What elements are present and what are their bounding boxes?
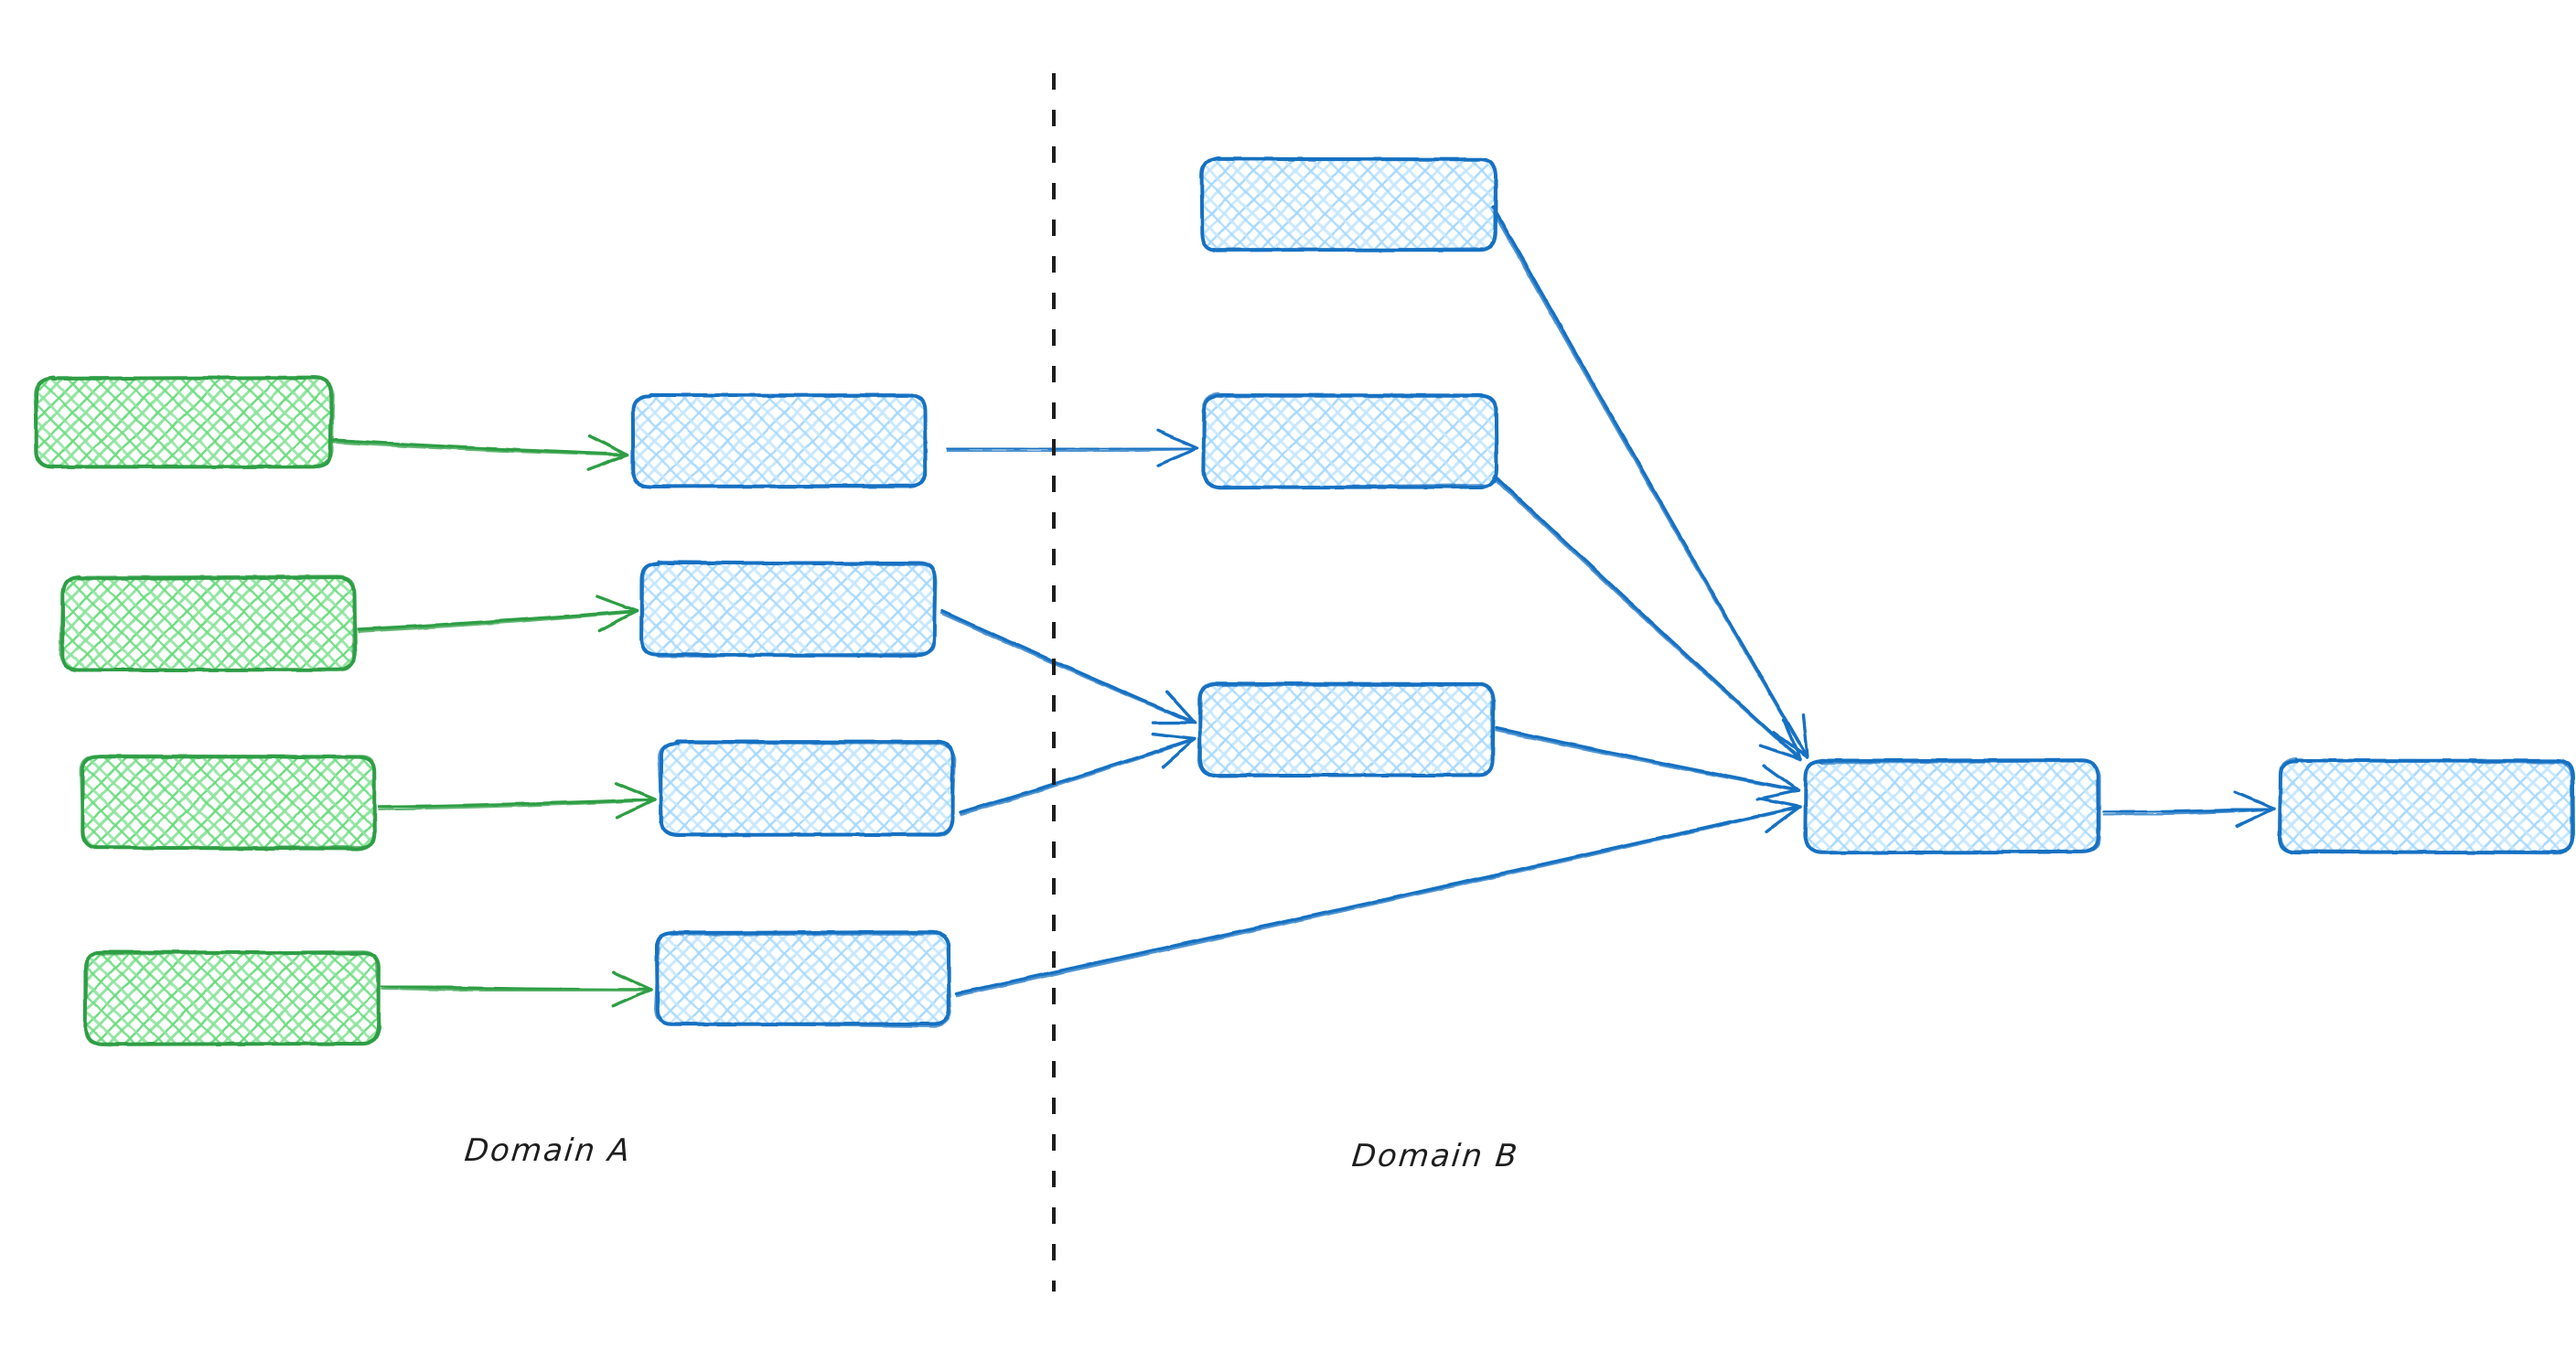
node-b-hub[interactable]	[1805, 760, 2099, 853]
node-b-node-2[interactable]	[1203, 393, 1497, 488]
edge-e3[interactable]	[379, 783, 655, 818]
node-b-node-1[interactable]	[1202, 157, 1497, 251]
node-fill	[82, 756, 375, 848]
node-b-sink[interactable]	[2280, 759, 2573, 853]
edge-e11[interactable]	[1496, 728, 1798, 799]
domain-a-label: Domain A	[463, 1132, 633, 1169]
edge-e5[interactable]	[948, 431, 1197, 466]
edge-e4[interactable]	[382, 972, 651, 1007]
node-a-mid-2[interactable]	[641, 562, 936, 657]
node-fill	[1200, 684, 1493, 776]
node-fill	[1204, 395, 1497, 487]
node-fill	[1202, 159, 1495, 251]
node-a-mid-3[interactable]	[659, 742, 954, 835]
edge-e8[interactable]	[957, 799, 1800, 996]
node-b-node-3[interactable]	[1198, 683, 1494, 777]
edges-layer	[333, 207, 2274, 1006]
node-fill	[1806, 761, 2098, 852]
edge-e7[interactable]	[961, 734, 1195, 815]
edge-e12[interactable]	[2104, 792, 2274, 827]
node-fill	[660, 743, 953, 834]
node-a-mid-1[interactable]	[632, 394, 926, 487]
node-a-src-2[interactable]	[60, 576, 355, 670]
node-fill	[633, 395, 926, 487]
edge-e10[interactable]	[1493, 476, 1800, 760]
node-fill	[657, 933, 950, 1024]
nodes-layer	[35, 157, 2573, 1044]
edge-e9[interactable]	[1491, 207, 1808, 757]
node-a-src-1[interactable]	[35, 378, 333, 467]
node-a-src-3[interactable]	[80, 756, 375, 849]
node-fill	[642, 563, 935, 655]
edge-e1[interactable]	[333, 435, 628, 469]
node-fill	[62, 578, 355, 670]
domain-b-label: Domain B	[1350, 1138, 1520, 1174]
node-a-src-4[interactable]	[85, 951, 380, 1045]
node-fill	[86, 952, 379, 1044]
node-a-mid-4[interactable]	[655, 931, 950, 1026]
edge-e2[interactable]	[359, 596, 637, 632]
node-fill	[2280, 761, 2572, 852]
node-fill	[37, 378, 331, 467]
edge-e6[interactable]	[941, 611, 1195, 724]
